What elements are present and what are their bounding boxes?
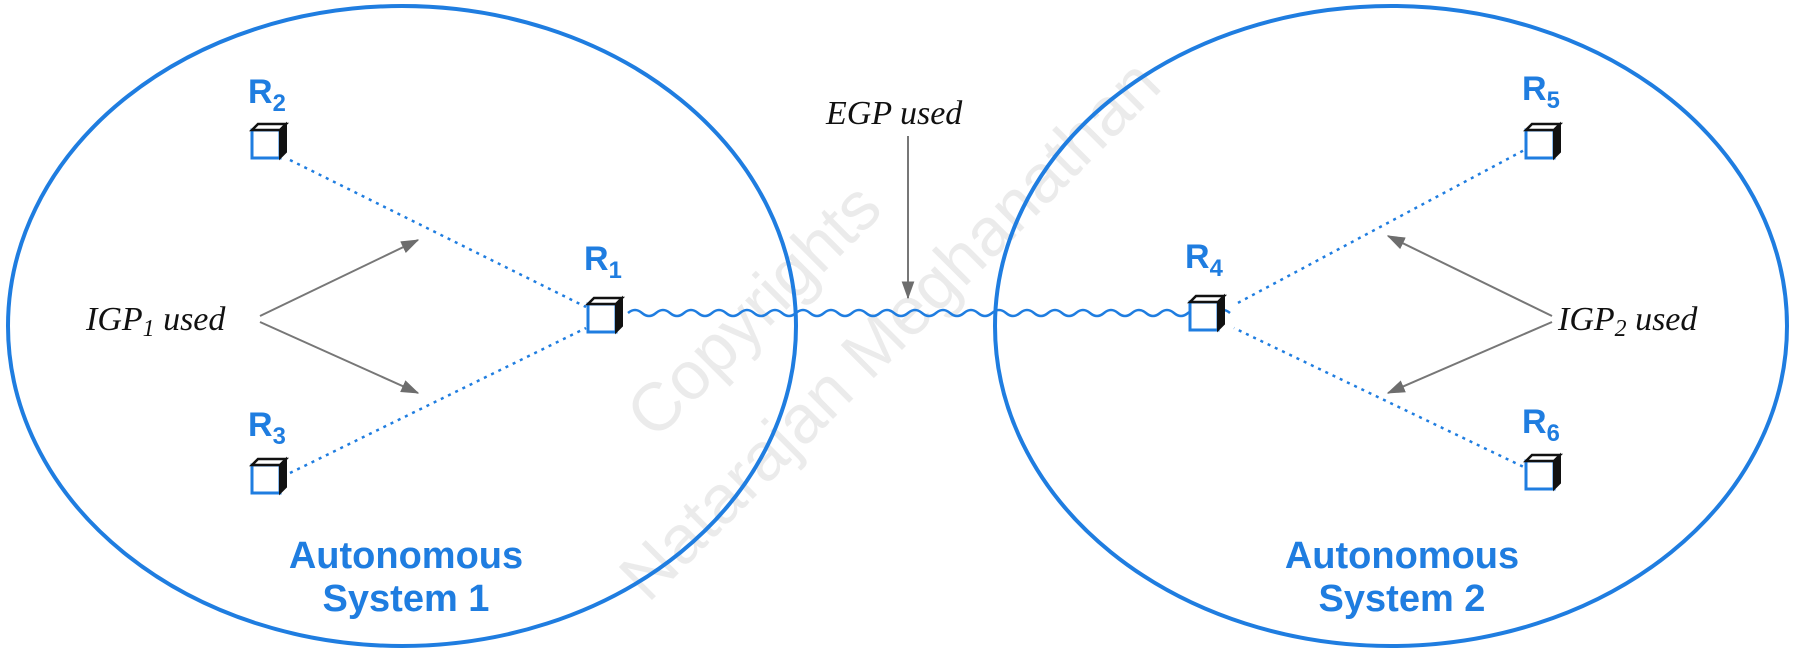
router-icon <box>1186 293 1228 333</box>
router-r3 <box>248 456 290 496</box>
egp-link <box>627 308 1231 318</box>
igp2-label: IGP2 used <box>1557 301 1698 342</box>
link-r2-r1 <box>289 158 587 309</box>
router-icon <box>584 295 626 335</box>
router-label-r5: R5 <box>1522 70 1560 114</box>
router-label-r1: R1 <box>584 240 622 284</box>
router-r5 <box>1522 121 1564 161</box>
intra-as-links <box>289 145 1531 475</box>
system-2-label-line1: Autonomous <box>1285 535 1519 577</box>
router-label-r4: R4 <box>1185 238 1224 282</box>
router-label-r6: R6 <box>1522 403 1560 447</box>
igp1-arrow-up <box>259 239 420 317</box>
system-2-label-line2: System 2 <box>1319 578 1486 620</box>
igp1-label: IGP1 used <box>85 301 226 342</box>
link-r5-r4 <box>1233 145 1531 307</box>
router-r4 <box>1186 293 1228 333</box>
link-r6-r4 <box>1233 326 1531 472</box>
igp1-arrow-down <box>259 321 420 394</box>
router-label-r3: R3 <box>248 406 286 450</box>
autonomous-system-2-boundary <box>993 4 1789 648</box>
router-icon <box>1522 121 1564 161</box>
router-label-r2: R2 <box>248 73 286 117</box>
egp-label: EGP used <box>825 95 963 132</box>
system-1-label-line1: Autonomous <box>289 535 523 577</box>
protocol-arrows <box>259 136 1553 394</box>
router-icon <box>248 456 290 496</box>
igp2-arrow-down <box>1386 321 1553 394</box>
system-1-label-line2: System 1 <box>323 578 490 620</box>
router-r1 <box>584 295 626 335</box>
router-icon <box>1522 452 1564 492</box>
router-r2 <box>248 121 290 161</box>
router-r6 <box>1522 452 1564 492</box>
igp2-arrow-up <box>1386 235 1553 317</box>
autonomous-system-1-boundary <box>6 4 798 648</box>
link-r3-r1 <box>289 326 587 475</box>
router-icon <box>248 121 290 161</box>
